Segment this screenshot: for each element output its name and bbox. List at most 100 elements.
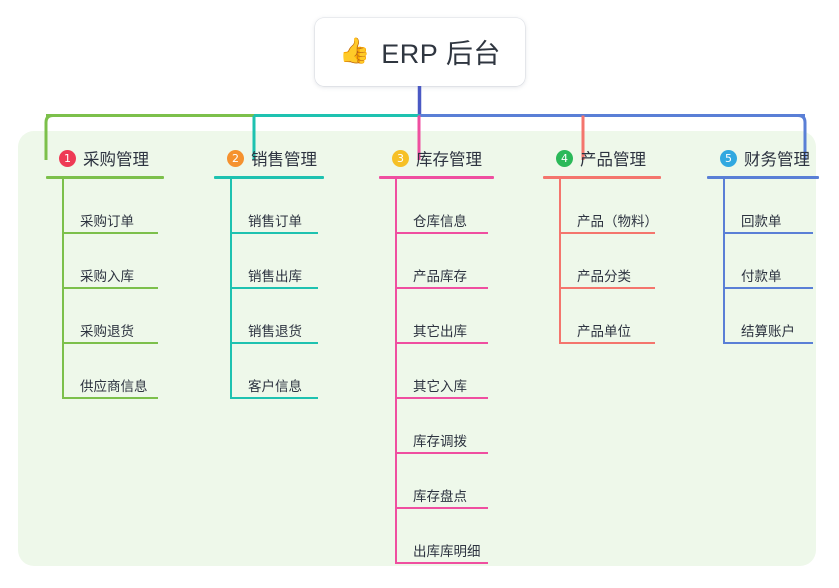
branch-item-label: 采购订单: [80, 214, 134, 230]
branch-item-label: 销售退货: [248, 324, 302, 340]
branch-item-rule: [62, 287, 158, 289]
branch-item-rule: [723, 232, 813, 234]
branch-item[interactable]: 销售订单: [230, 179, 334, 234]
branch-item-label: 产品单位: [577, 324, 631, 340]
branch-item-label: 付款单: [741, 269, 782, 285]
branch-title: 采购管理: [83, 151, 149, 169]
branch-item[interactable]: 采购入库: [62, 234, 171, 289]
branch-stem: [230, 179, 232, 399]
branch-item-label: 客户信息: [248, 379, 302, 395]
branch-item-label: 产品分类: [577, 269, 631, 285]
branch-item[interactable]: 回款单: [723, 179, 827, 234]
branch-title: 销售管理: [251, 151, 317, 169]
root-node[interactable]: 👍 ERP 后台: [315, 18, 525, 86]
branch-header-4[interactable]: 4 产品管理: [543, 145, 668, 171]
branch-item-label: 销售订单: [248, 214, 302, 230]
branch-stem: [62, 179, 64, 399]
branch-column-2: 2 销售管理销售订单销售出库销售退货客户信息: [214, 145, 334, 399]
branch-item[interactable]: 其它出库: [395, 289, 501, 344]
branch-item-rule: [230, 287, 318, 289]
branch-item-rule: [62, 232, 158, 234]
branch-item[interactable]: 采购退货: [62, 289, 171, 344]
branch-item[interactable]: 销售出库: [230, 234, 334, 289]
branch-item-label: 产品库存: [413, 269, 467, 285]
branch-header-rule: [214, 176, 324, 179]
branch-number-badge: 2: [227, 149, 244, 167]
branch-item[interactable]: 库存盘点: [395, 454, 501, 509]
branch-title: 库存管理: [416, 151, 482, 169]
branch-item-rule: [395, 397, 488, 399]
branch-stem: [395, 179, 397, 564]
branch-item-rule: [230, 232, 318, 234]
branch-item-label: 供应商信息: [80, 379, 148, 395]
branch-item[interactable]: 供应商信息: [62, 344, 171, 399]
branch-number-badge: 1: [59, 149, 76, 167]
branch-stem: [723, 179, 725, 344]
branch-item-list: 仓库信息产品库存其它出库其它入库库存调拨库存盘点出库库明细: [379, 179, 501, 564]
branch-item-label: 出库库明细: [413, 544, 481, 560]
branch-item-rule: [559, 287, 655, 289]
branch-item-rule: [559, 232, 655, 234]
branch-item-rule: [395, 342, 488, 344]
branch-column-4: 4 产品管理产品（物料） 产品分类产品单位: [543, 145, 668, 344]
branch-item[interactable]: 仓库信息: [395, 179, 501, 234]
branch-item[interactable]: 产品分类: [559, 234, 668, 289]
branch-header-2[interactable]: 2 销售管理: [214, 145, 334, 171]
branch-item[interactable]: 销售退货: [230, 289, 334, 344]
branch-title: 产品管理: [580, 151, 646, 169]
branch-item-label: 其它入库: [413, 379, 467, 395]
branch-header-rule: [707, 176, 819, 179]
branch-item[interactable]: 结算账户: [723, 289, 827, 344]
branch-item[interactable]: 库存调拨: [395, 399, 501, 454]
branch-item-rule: [723, 287, 813, 289]
branch-item[interactable]: 出库库明细: [395, 509, 501, 564]
branch-number-badge: 5: [720, 149, 737, 167]
branch-item-rule: [395, 287, 488, 289]
branch-item-label: 库存调拨: [413, 434, 467, 450]
branch-item-rule: [62, 397, 158, 399]
branch-columns: 1 采购管理采购订单采购入库采购退货供应商信息 2 销售管理销售订单销售出库销售退货客…: [18, 131, 819, 566]
branch-item-rule: [395, 562, 488, 564]
branch-item[interactable]: 产品（物料）: [559, 179, 668, 234]
branch-item-label: 回款单: [741, 214, 782, 230]
branch-item[interactable]: 客户信息: [230, 344, 334, 399]
branch-item-rule: [395, 232, 488, 234]
branch-item-rule: [230, 397, 318, 399]
branch-item-list: 销售订单销售出库销售退货客户信息: [214, 179, 334, 399]
branch-column-1: 1 采购管理采购订单采购入库采购退货供应商信息: [46, 145, 171, 399]
root-node-content: 👍 ERP 后台: [339, 32, 501, 71]
branch-number-badge: 3: [392, 149, 409, 167]
root-title: ERP 后台: [381, 38, 501, 69]
thumbs-up-icon: 👍: [339, 36, 371, 65]
branch-title: 财务管理: [744, 151, 810, 169]
branch-item-rule: [395, 507, 488, 509]
branch-item[interactable]: 付款单: [723, 234, 827, 289]
branch-item-label: 其它出库: [413, 324, 467, 340]
branch-item-rule: [62, 342, 158, 344]
branch-header-1[interactable]: 1 采购管理: [46, 145, 171, 171]
branch-item-rule: [230, 342, 318, 344]
branch-item-rule: [723, 342, 813, 344]
branch-header-rule: [379, 176, 494, 179]
branch-item-rule: [395, 452, 488, 454]
branch-stem: [559, 179, 561, 344]
branch-header-rule: [46, 176, 164, 179]
branch-column-5: 5 财务管理回款单付款单结算账户: [707, 145, 827, 344]
branch-header-rule: [543, 176, 661, 179]
branch-column-3: 3 库存管理仓库信息产品库存其它出库其它入库库存调拨库存盘点出库库明细: [379, 145, 501, 564]
branch-item[interactable]: 其它入库: [395, 344, 501, 399]
branch-item-list: 产品（物料） 产品分类产品单位: [543, 179, 668, 344]
branch-item-list: 采购订单采购入库采购退货供应商信息: [46, 179, 171, 399]
branch-item[interactable]: 采购订单: [62, 179, 171, 234]
branch-item-label: 采购退货: [80, 324, 134, 340]
branch-header-5[interactable]: 5 财务管理: [707, 145, 827, 171]
branch-item-label: 库存盘点: [413, 489, 467, 505]
diagram-panel: [18, 131, 816, 566]
branch-item-rule: [559, 342, 655, 344]
branch-item[interactable]: 产品库存: [395, 234, 501, 289]
branch-header-3[interactable]: 3 库存管理: [379, 145, 501, 171]
branch-item[interactable]: 产品单位: [559, 289, 668, 344]
branch-number-badge: 4: [556, 149, 573, 167]
branch-item-list: 回款单付款单结算账户: [707, 179, 827, 344]
